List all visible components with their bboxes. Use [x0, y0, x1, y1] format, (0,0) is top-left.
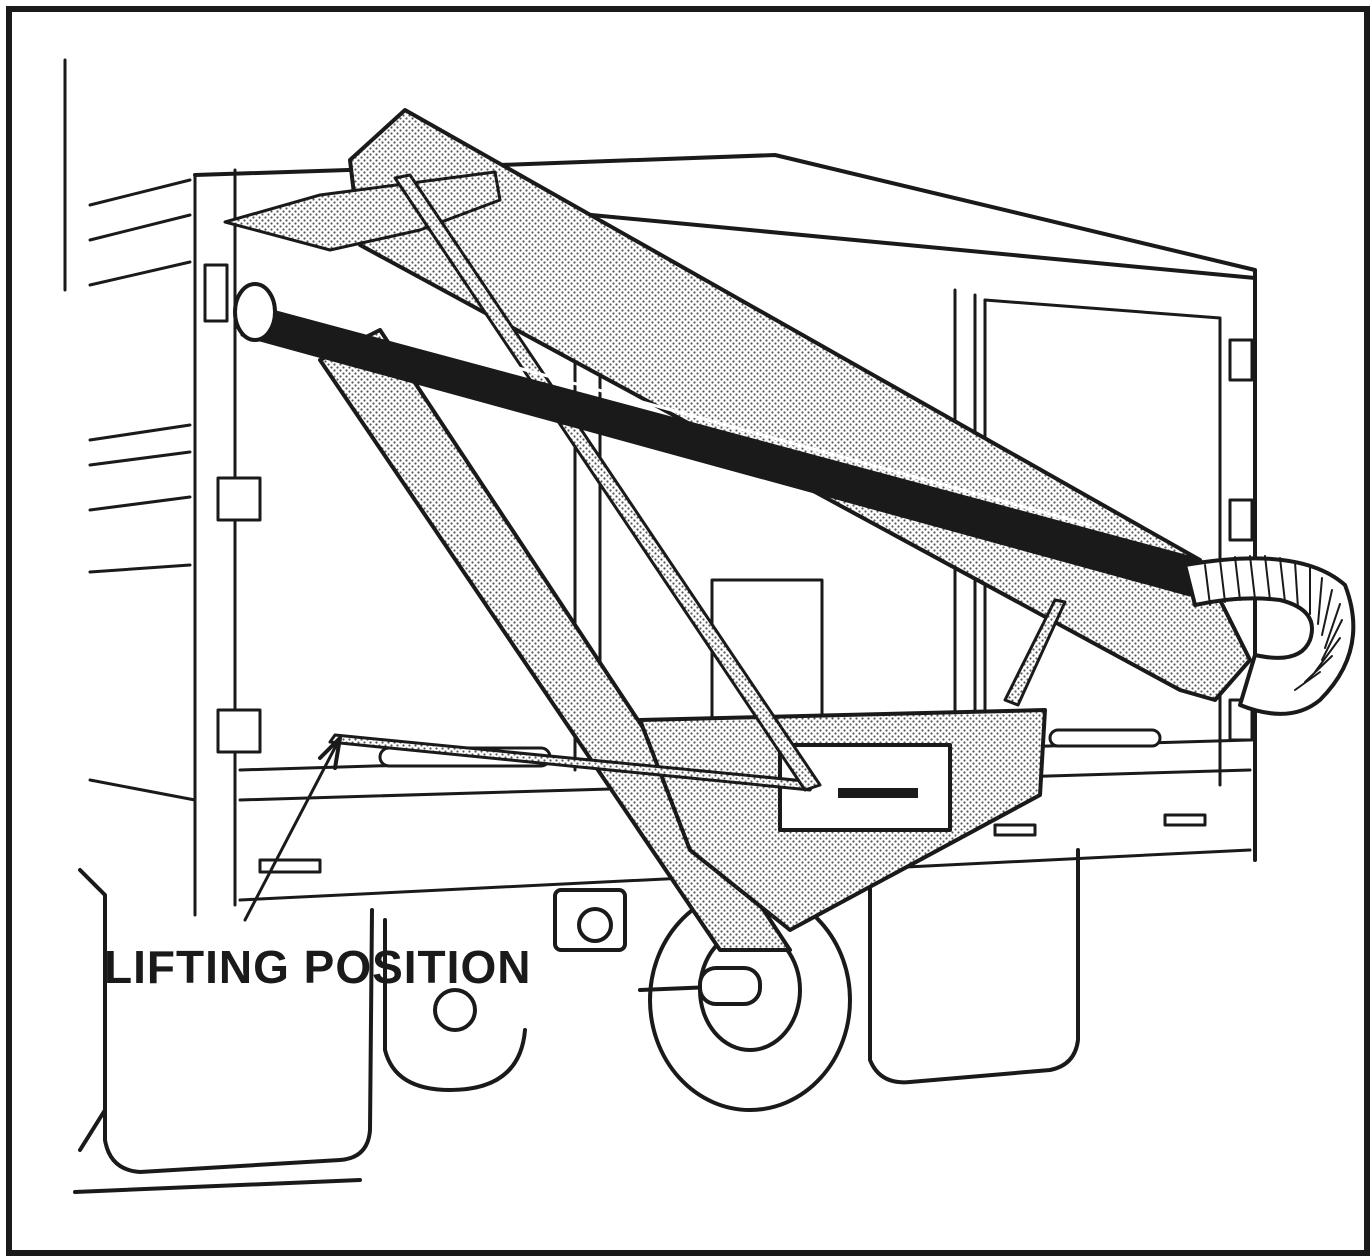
callout-arrow	[243, 736, 342, 922]
lifting-position-label: LIFTING POSITION	[104, 941, 532, 993]
pipe	[233, 282, 1202, 597]
door-hinges	[203, 263, 1254, 754]
trailer-left-wall	[63, 58, 237, 917]
boom-top-cap	[223, 170, 502, 252]
boom-rod	[393, 173, 822, 792]
right-brace	[1003, 598, 1067, 707]
undercarriage	[73, 848, 1080, 1194]
